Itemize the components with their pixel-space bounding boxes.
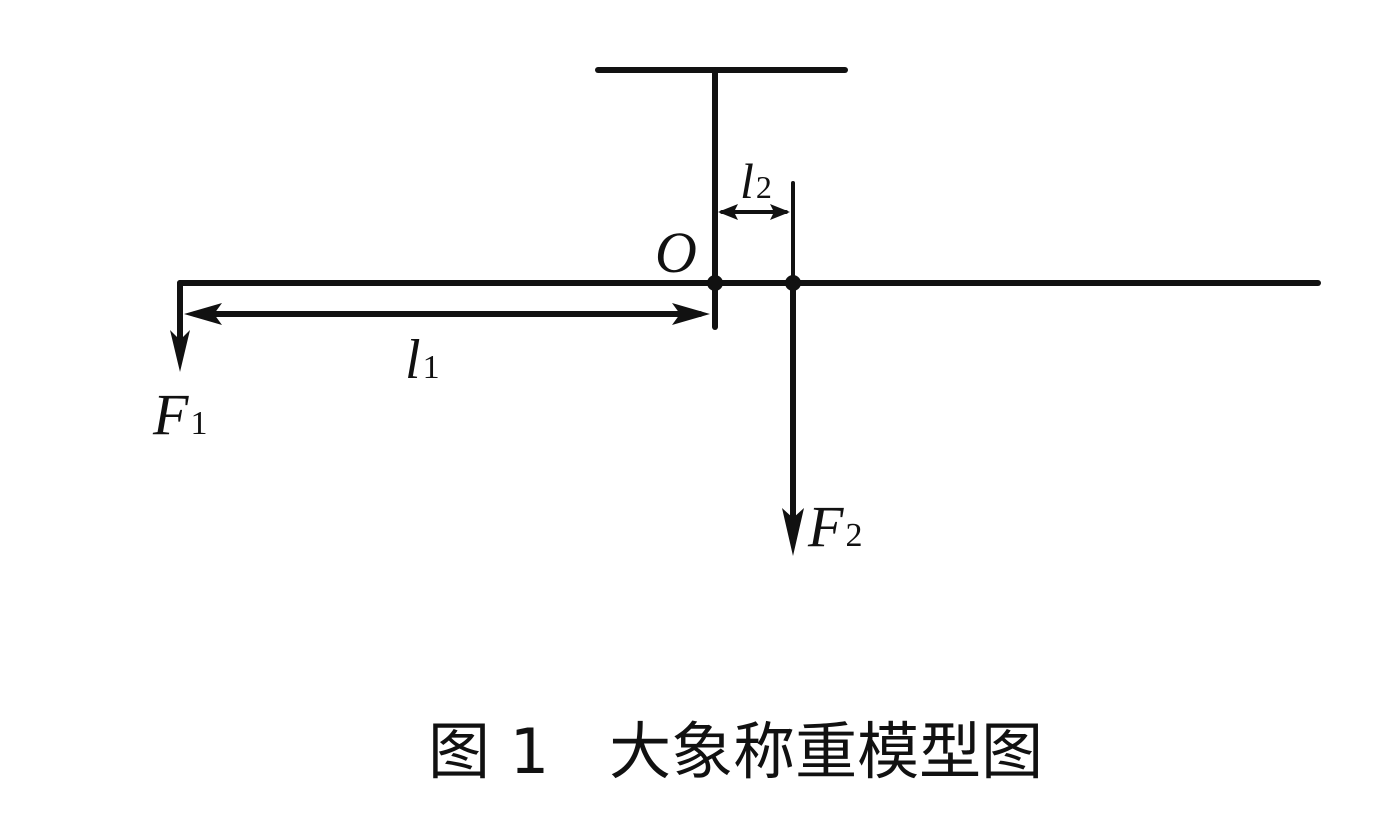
l1-arrowhead-left <box>184 303 222 325</box>
l1-label: l1 <box>405 329 440 391</box>
force1-label: F1 <box>152 382 207 447</box>
l2-label: l2 <box>740 153 772 209</box>
pivot-point <box>707 275 723 291</box>
l2-arrowhead-left <box>718 204 738 220</box>
figure-title: 大象称重模型图 <box>609 715 1043 788</box>
force2-arrowhead <box>782 508 804 556</box>
figure-number: 图 1 <box>428 715 549 788</box>
force2-label: F2 <box>807 494 862 559</box>
force1-arrowhead <box>170 330 190 372</box>
l2-arrowhead-right <box>770 204 790 220</box>
pivot-label: O <box>655 220 697 285</box>
figure-caption: 图 1 大象称重模型图 <box>428 715 1043 788</box>
l1-arrowhead-right <box>672 303 710 325</box>
